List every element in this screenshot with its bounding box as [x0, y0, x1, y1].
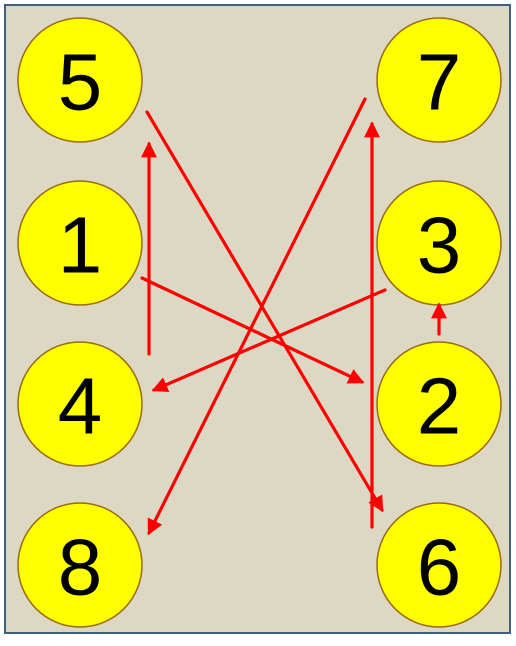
node-label: 1 — [58, 201, 103, 290]
node-7: 7 — [376, 17, 502, 143]
node-6: 6 — [376, 502, 502, 628]
node-circle — [17, 502, 143, 628]
node-label: 8 — [58, 523, 103, 612]
arrow-3-to-4 — [151, 288, 387, 393]
node-circle — [376, 17, 502, 143]
node-label: 5 — [58, 38, 103, 127]
arrow-1-to-2 — [140, 276, 365, 384]
firing-order-diagram: 5 1 4 8 7 3 2 6 — [17, 17, 502, 628]
node-circle — [17, 341, 143, 467]
node-5: 5 — [17, 17, 143, 143]
node-8: 8 — [17, 502, 143, 628]
arrow-7-to-8 — [147, 97, 367, 536]
node-1: 1 — [17, 180, 143, 306]
diagram-board: 5 1 4 8 7 3 2 6 — [4, 4, 511, 634]
node-circle — [17, 17, 143, 143]
node-label: 2 — [417, 362, 462, 451]
node-label: 6 — [417, 523, 462, 612]
node-4: 4 — [17, 341, 143, 467]
arrow-5-to-6 — [145, 110, 384, 513]
node-circle — [17, 180, 143, 306]
node-3: 3 — [376, 180, 502, 306]
node-label: 3 — [417, 201, 462, 290]
node-2: 2 — [376, 341, 502, 467]
node-label: 7 — [417, 38, 462, 127]
node-label: 4 — [58, 362, 103, 451]
node-circle — [376, 341, 502, 467]
node-circle — [376, 502, 502, 628]
